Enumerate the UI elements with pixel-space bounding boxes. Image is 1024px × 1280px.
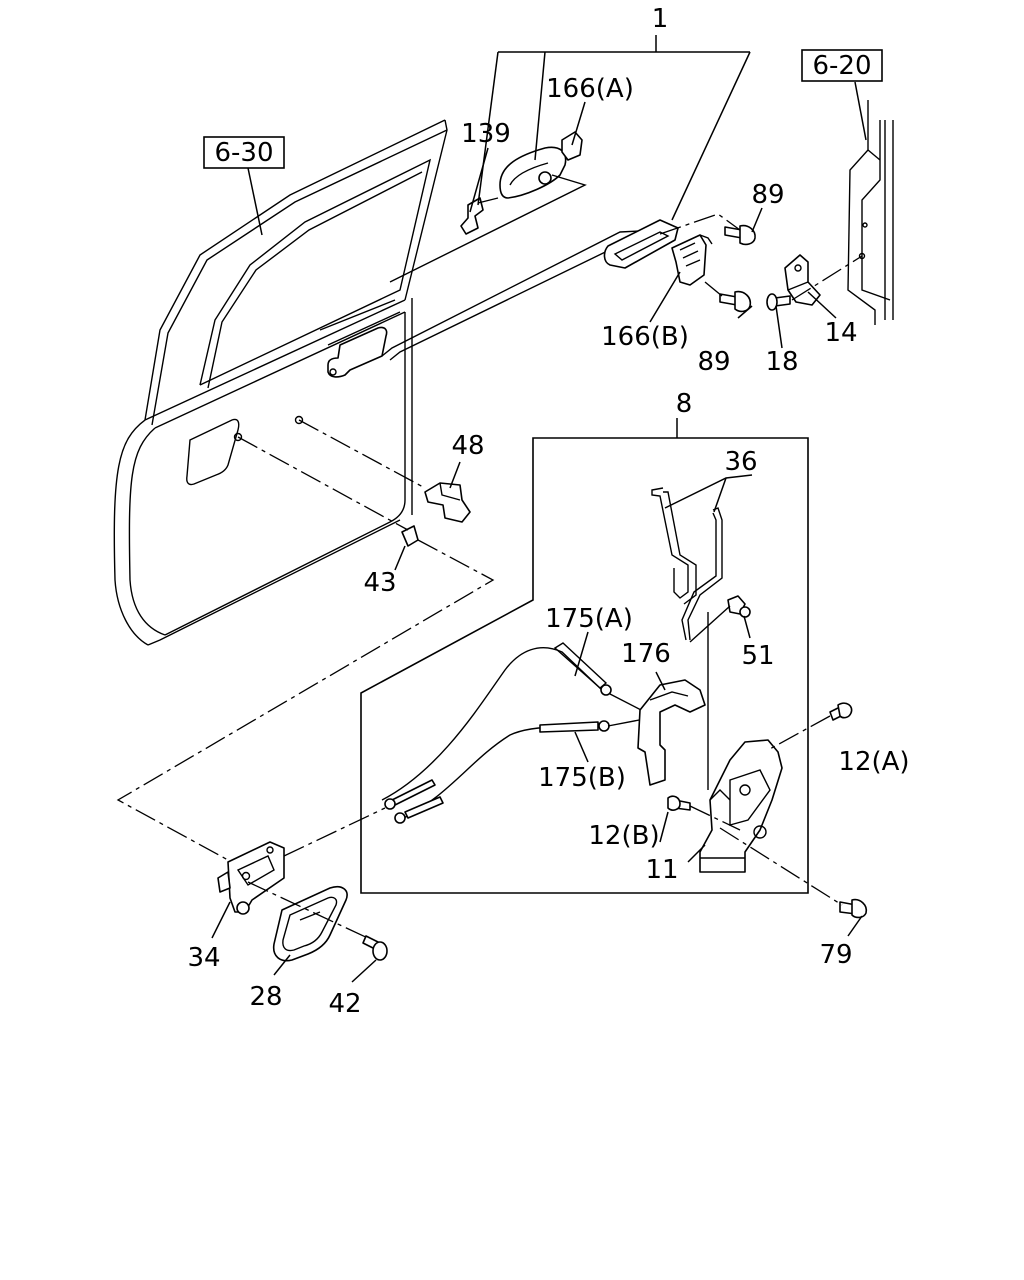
- callout-166b: 166(B): [601, 322, 689, 352]
- reference-label-6-30: 6-30: [214, 138, 273, 168]
- callout-175a: 175(A): [545, 604, 633, 634]
- striker-14: [784, 254, 821, 306]
- inner-handle-34: [217, 807, 386, 915]
- callout-12a: 12(A): [838, 747, 909, 777]
- screw-12b: [667, 795, 741, 831]
- bezel-28: [247, 881, 373, 962]
- leader-lines-handle: [211, 901, 377, 983]
- callout-48: 48: [451, 431, 484, 461]
- callout-18: 18: [765, 347, 798, 377]
- reference-box-6-20[interactable]: 6-20: [801, 49, 883, 82]
- cable-holder-176: [637, 671, 706, 786]
- leader-lines-upper: [247, 35, 867, 349]
- cable-175a: [381, 631, 646, 810]
- reference-box-6-30[interactable]: 6-30: [203, 136, 285, 169]
- callout-36: 36: [724, 447, 757, 477]
- callout-166a: 166(A): [546, 74, 634, 104]
- callout-8: 8: [676, 389, 693, 419]
- callout-28: 28: [249, 982, 282, 1012]
- bolt-89-lower: [704, 281, 752, 313]
- screw-79: [719, 827, 868, 919]
- clip-48: [424, 482, 471, 523]
- dash-lines-panel: [116, 419, 495, 861]
- callout-34: 34: [187, 943, 220, 973]
- callout-42: 42: [328, 989, 361, 1019]
- door-pillar: [847, 100, 894, 325]
- outer-handle-166a: [389, 131, 587, 283]
- callout-89-upper: 89: [751, 180, 784, 210]
- clip-51: [689, 595, 751, 643]
- bolt-89-upper: [659, 213, 756, 246]
- door-panel: [113, 119, 448, 646]
- callout-176: 176: [621, 639, 671, 669]
- clip-43: [401, 525, 419, 547]
- screw-12a: [767, 702, 853, 751]
- screw-18: [766, 255, 863, 311]
- callout-175b: 175(B): [538, 763, 626, 793]
- screw-42: [362, 935, 388, 961]
- door-latch-11: [699, 612, 783, 873]
- callout-12b: 12(B): [588, 821, 659, 851]
- callout-1: 1: [652, 4, 669, 34]
- rod-clip-139: [460, 197, 499, 235]
- reference-label-6-20: 6-20: [812, 51, 871, 81]
- callout-79: 79: [819, 940, 852, 970]
- leader-lines-latch: [659, 811, 863, 937]
- callout-14: 14: [824, 318, 857, 348]
- callout-labels: 1 166(A) 139 89 166(B) 89 18 14 8 36 48 …: [187, 4, 909, 1019]
- callout-11: 11: [645, 855, 678, 885]
- lock-bracket-166b: [603, 219, 713, 286]
- sub-assembly-box-8: [360, 418, 809, 894]
- cable-175b: [394, 715, 661, 824]
- callout-139: 139: [461, 119, 511, 149]
- callout-43: 43: [363, 568, 396, 598]
- rods-36: [651, 474, 753, 641]
- callout-89-lower: 89: [697, 347, 730, 377]
- callout-51: 51: [741, 641, 774, 671]
